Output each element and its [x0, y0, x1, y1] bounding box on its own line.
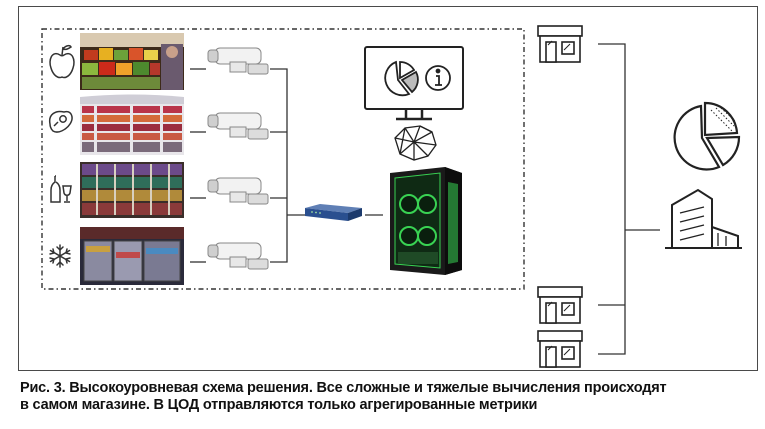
camera-links	[190, 68, 383, 263]
store-building-icon	[537, 330, 583, 368]
computer-tower-icon	[390, 167, 462, 275]
store-building-icon	[537, 286, 583, 324]
store-building-icon	[537, 25, 583, 63]
apple-icon	[49, 44, 75, 79]
bottle-glass-icon	[50, 175, 72, 203]
figure-caption: Рис. 3. Высокоуровневая схема решения. В…	[20, 380, 755, 414]
pie-chart-icon	[384, 60, 419, 97]
network-switch-icon	[305, 204, 362, 221]
store-boundary	[41, 28, 525, 290]
office-building-icon	[665, 188, 742, 249]
produce-shelf-photo	[80, 33, 184, 90]
datacenter-links	[598, 43, 660, 355]
deli-shelf-photo	[80, 94, 184, 155]
camera-icon	[207, 242, 269, 270]
camera-icon	[207, 177, 269, 205]
neural-network-icon	[394, 125, 437, 161]
beverage-shelf-photo	[80, 162, 184, 218]
steak-icon	[48, 110, 73, 133]
freezer-shelf-photo	[80, 227, 184, 285]
snowflake-icon	[49, 244, 71, 268]
camera-icon	[207, 47, 269, 75]
caption-line-1: Рис. 3. Высокоуровневая схема решения. В…	[20, 380, 667, 396]
caption-line-2: в самом магазине. В ЦОД отправляются тол…	[20, 397, 538, 413]
camera-icon	[207, 112, 269, 140]
info-icon	[425, 65, 451, 91]
pie-chart-icon	[673, 101, 741, 171]
